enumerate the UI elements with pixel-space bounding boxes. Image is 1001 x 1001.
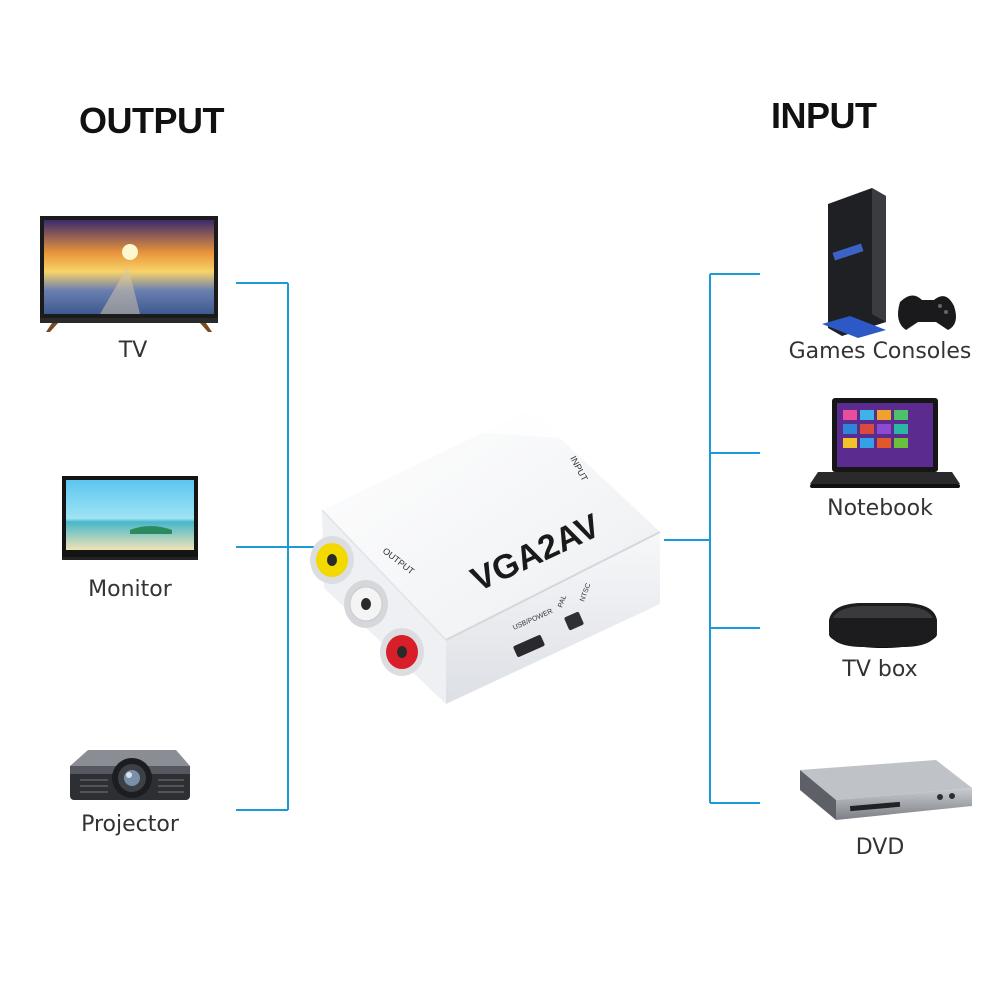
output-connector-lines (236, 282, 320, 811)
tv-box-icon (829, 603, 937, 648)
output-label-projector: Projector (81, 812, 179, 837)
rca-white-jack (344, 580, 388, 628)
input-label-games-consoles: Games Consoles (788, 339, 972, 364)
rca-yellow-jack (310, 536, 354, 584)
vga2av-converter: VGA2AV OUTPUT INPUT USB/POWER PAL NTSC (310, 410, 661, 704)
tv-icon (40, 216, 218, 332)
output-heading: OUTPUT (79, 100, 225, 141)
notebook-icon (810, 398, 960, 488)
input-heading: INPUT (771, 95, 877, 136)
converter-pal-label: PAL (557, 594, 568, 608)
game-console-icon (822, 188, 956, 338)
input-label-notebook: Notebook (827, 496, 933, 521)
output-label-monitor: Monitor (88, 577, 172, 602)
output-label-tv: TV (118, 338, 148, 363)
input-connector-lines (664, 273, 760, 804)
input-label-dvd: DVD (855, 835, 905, 860)
dvd-player-icon (800, 760, 972, 820)
projector-icon (70, 750, 190, 800)
monitor-icon (62, 476, 198, 560)
pal-ntsc-switch (564, 611, 584, 631)
input-label-tv-box: TV box (842, 657, 918, 682)
rca-red-jack (380, 628, 424, 676)
usb-power-port (513, 635, 545, 657)
